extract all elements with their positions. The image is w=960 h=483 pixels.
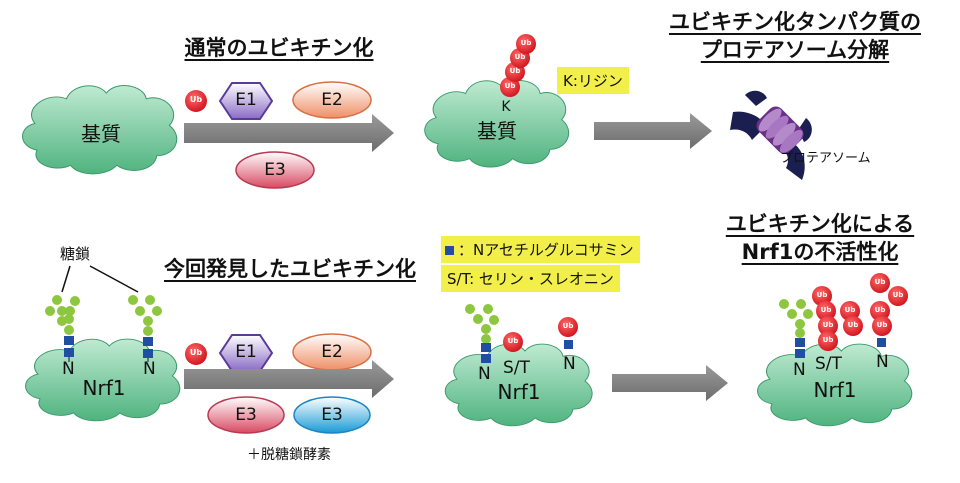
legend-glcnac: ：Nアセチルグルコサミン	[441, 236, 640, 263]
e1-label: E1	[235, 90, 257, 110]
ub-molecule	[185, 90, 207, 112]
ub-chain-label-3: Ub	[514, 53, 526, 61]
nrf1-label-right: Nrf1	[813, 378, 857, 402]
ub-cluster-label-8: Ub	[892, 291, 904, 299]
polyubiquitin-cluster-st	[812, 286, 863, 351]
ub-cluster-label-6: Ub	[847, 321, 859, 329]
arrow-bottom-2	[612, 365, 728, 401]
deglycosylation-enzyme-label: ＋脱糖鎖酵素	[247, 447, 331, 463]
glycan-label: 糖鎖	[60, 245, 91, 263]
e3-enzyme-bottom-b	[293, 396, 371, 434]
ub-cluster-label-1: Ub	[816, 291, 828, 299]
st-label-right: S/T	[815, 354, 842, 374]
lysine-note: K:リジン	[557, 67, 629, 94]
nrf1-label-left: Nrf1	[82, 376, 126, 400]
title-normal-ubiquitination: 通常のユビキチン化	[184, 36, 374, 60]
e2-label: E2	[321, 90, 343, 110]
ub-chain-label-2: Ub	[509, 67, 521, 75]
ub-on-st-middle	[503, 332, 523, 352]
ub-cluster-label-10: Ub	[876, 321, 888, 329]
glcnac-swatch-icon	[445, 246, 454, 255]
proteasome-label: プロテアソーム	[780, 151, 871, 166]
n-label-middle-2: N	[563, 354, 576, 374]
e1-label-bottom: E1	[235, 342, 257, 362]
nrf1-label-middle: Nrf1	[497, 380, 541, 404]
e2-enzyme	[292, 81, 372, 119]
legend-glcnac-text: ：Nアセチルグルコサミン	[458, 241, 634, 259]
ub-cluster-label-7: Ub	[874, 278, 886, 286]
e2-label-bottom: E2	[321, 342, 343, 362]
ubiquitinated-substrate-label: 基質	[477, 119, 517, 143]
title-new-ubiquitination: 今回発見したユビキチン化	[164, 257, 416, 281]
ub-st-label-middle: Ub	[507, 337, 519, 345]
n-label-left-2: N	[143, 359, 156, 379]
proteasome-icon	[730, 90, 812, 180]
arrow-top-2	[594, 113, 712, 149]
e3-label-bottom-b: E3	[321, 405, 343, 425]
e1-enzyme	[218, 82, 274, 120]
ub-on-n-middle	[558, 317, 578, 349]
st-label-middle: S/T	[503, 358, 530, 378]
n-label-right-1: N	[793, 360, 806, 380]
ub-cluster-label-9: Ub	[874, 306, 886, 314]
substrate-label: 基質	[81, 122, 121, 146]
polyubiquitin-chain	[500, 34, 536, 97]
result-title-line-1: ユビキチン化による	[725, 212, 915, 236]
n-label-right-2: N	[876, 352, 889, 372]
glycan-label-lines	[61, 265, 139, 293]
k-label: K	[501, 99, 511, 115]
ub-label-bottom: Ub	[189, 348, 203, 357]
degradation-title-line-2: プロテアソーム分解	[700, 38, 890, 62]
legend-st: S/T: セリン・スレオニン	[441, 265, 620, 292]
polyubiquitin-cluster-n	[870, 273, 908, 347]
e3-enzyme-bottom-a	[207, 396, 285, 434]
ub-cluster-label-4: Ub	[822, 336, 834, 344]
e3-label-bottom-a: E3	[235, 405, 257, 425]
degradation-title-line-1: ユビキチン化タンパク質の	[669, 10, 921, 34]
n-label-middle-1: N	[478, 364, 491, 384]
result-title-line-2: Nrf1の不活性化	[741, 240, 899, 264]
ub-molecule-bottom	[185, 343, 207, 365]
ub-cluster-label-3: Ub	[822, 321, 834, 329]
glycan-chain-right	[779, 299, 813, 358]
ub-n-label-middle: Ub	[562, 322, 574, 330]
arrow-bottom-1	[184, 360, 394, 398]
ub-chain-label-4: Ub	[520, 39, 532, 47]
e3-enzyme	[235, 151, 315, 189]
ub-cluster-label-5: Ub	[844, 306, 856, 314]
glycan-chain-left-2	[128, 295, 162, 362]
ub-chain-label-1: Ub	[504, 82, 516, 90]
ub-label: Ub	[189, 95, 203, 104]
ub-cluster-label-2: Ub	[820, 306, 832, 314]
arrow-top-1	[184, 114, 394, 152]
glycan-chain-left-1	[45, 295, 80, 362]
glycan-chain-middle	[465, 304, 499, 363]
n-label-left-1: N	[62, 359, 75, 379]
e3-label: E3	[264, 160, 286, 180]
